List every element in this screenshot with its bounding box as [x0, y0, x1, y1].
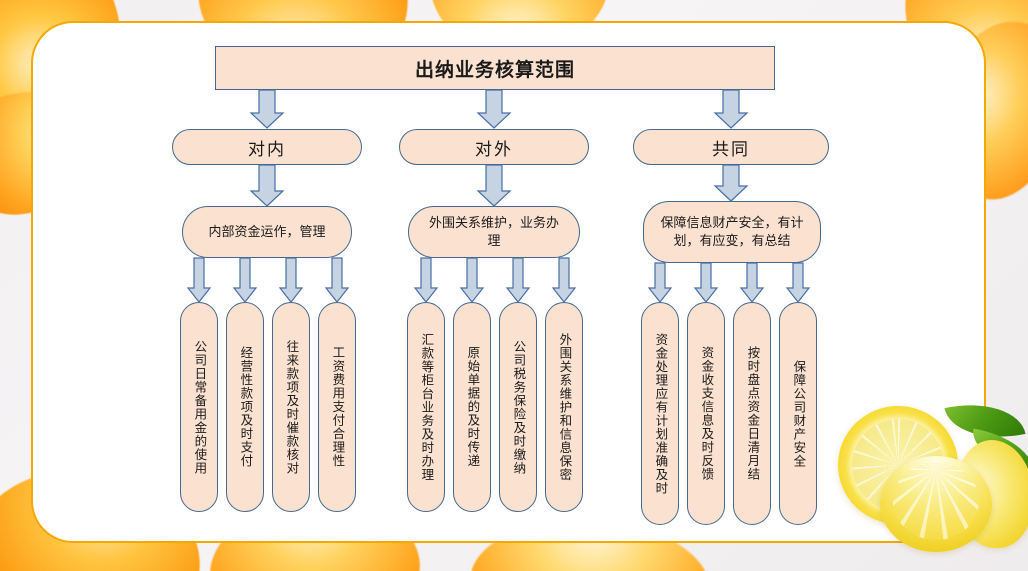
leaf-box: 外围关系维护和信息保密 [545, 302, 583, 512]
leaf-box: 汇款等柜台业务及时办理 [407, 302, 445, 512]
leaf-box: 按时盘点资金日清月结 [733, 302, 771, 525]
leaf-box: 经营性款项及时支付 [226, 302, 264, 512]
category-box-external[interactable]: 对外 [399, 129, 589, 165]
description-box-internal: 内部资金运作，管理 [182, 206, 352, 258]
category-box-internal[interactable]: 对内 [172, 129, 362, 165]
leaf-box: 公司税务保险及时缴纳 [499, 302, 537, 512]
leaf-box: 保障公司财产安全 [779, 302, 817, 525]
description-box-external: 外围关系维护，业务办理 [408, 206, 580, 258]
leaf-box: 公司日常备用金的使用 [180, 302, 218, 512]
leaf-box: 资金收支信息及时反馈 [687, 302, 725, 525]
leaf-box: 工资费用支付合理性 [318, 302, 356, 512]
category-box-shared[interactable]: 共同 [633, 129, 829, 165]
description-box-shared: 保障信息财产安全，有计划，有应变，有总结 [643, 201, 821, 263]
page-title: 出纳业务核算范围 [215, 46, 775, 90]
leaf-box: 往来款项及时催款核对 [272, 302, 310, 512]
leaf-box: 资金处理应有计划准确及时 [641, 302, 679, 525]
leaf-box: 原始单据的及时传递 [453, 302, 491, 512]
